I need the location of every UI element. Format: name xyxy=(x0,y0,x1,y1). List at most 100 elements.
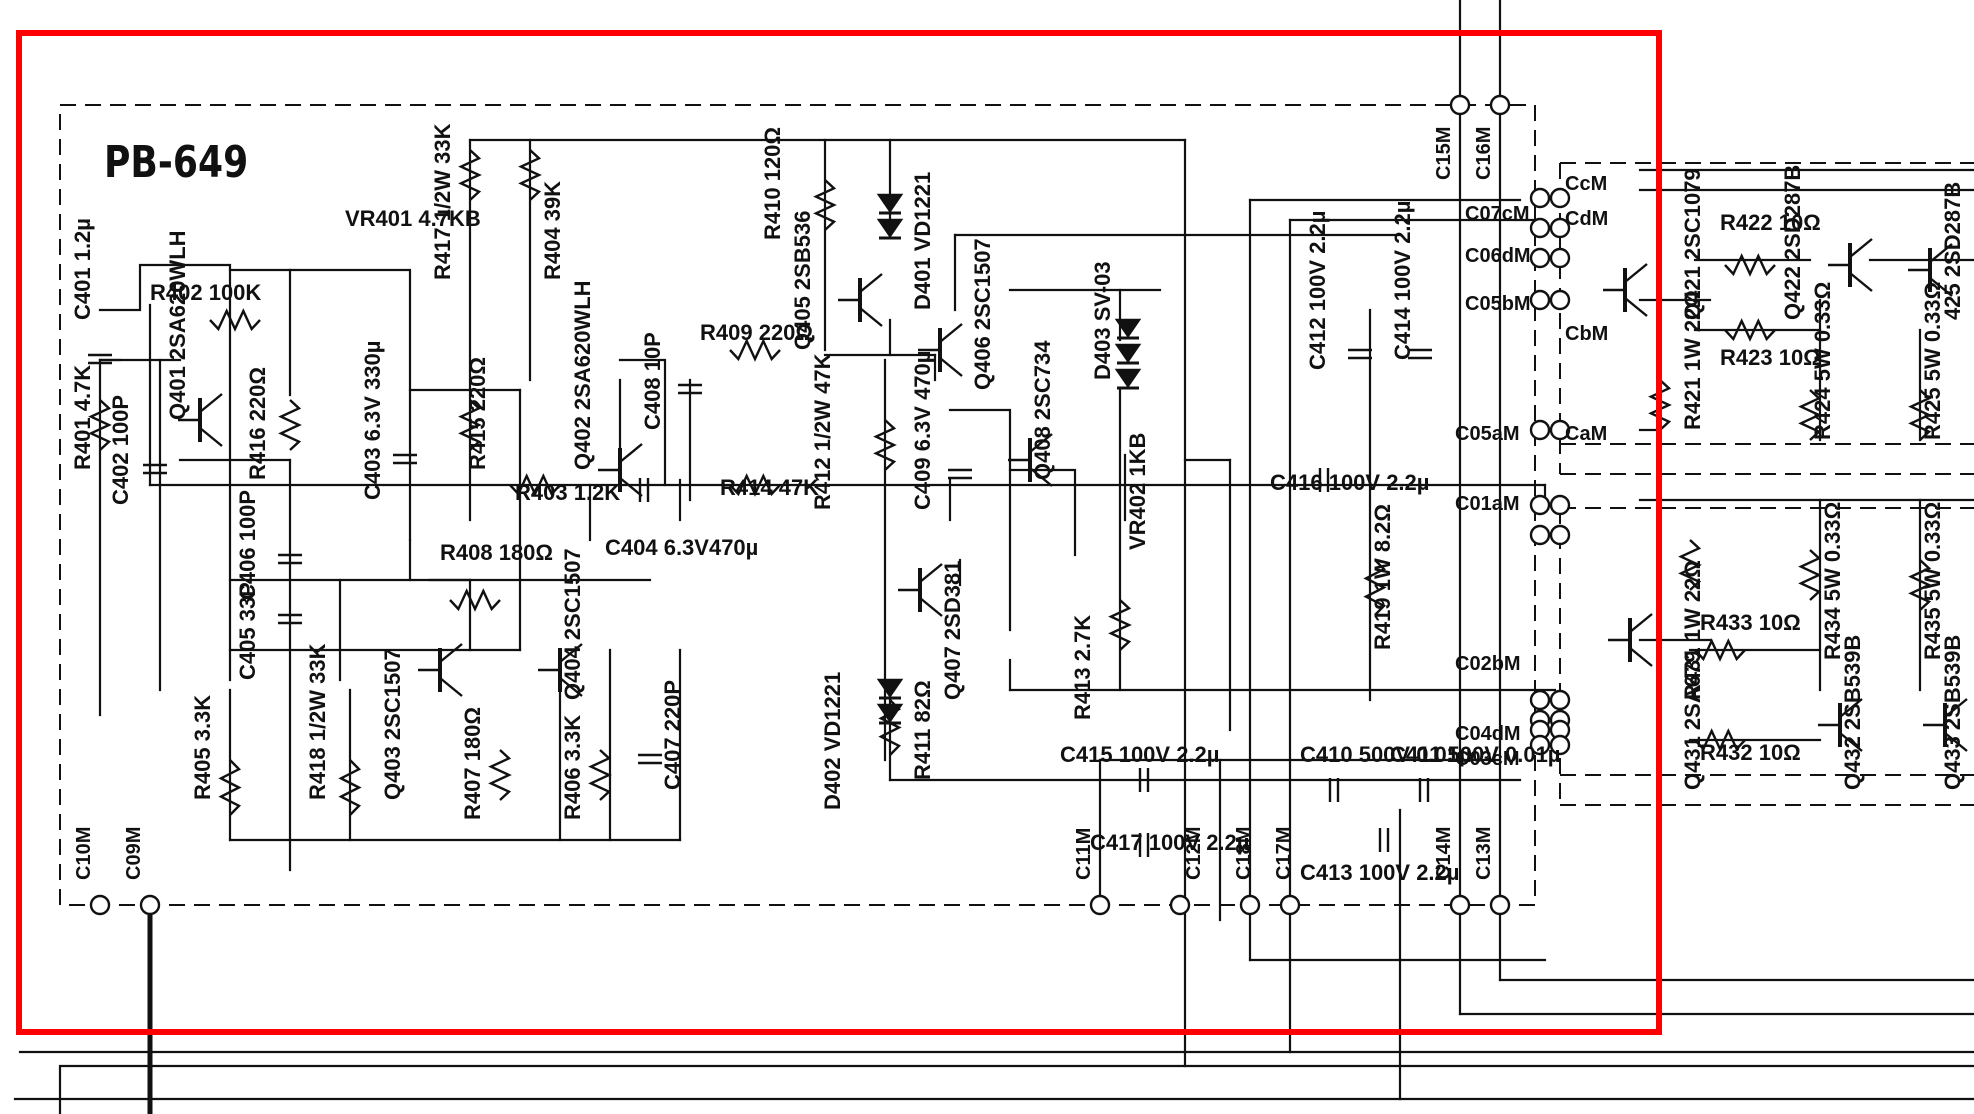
connector-label: CcM xyxy=(1565,173,1607,195)
terminal-node xyxy=(1549,494,1571,516)
component-label: C411 500V 0.01µ xyxy=(1390,742,1560,767)
component-label: R417 1/2W 33K xyxy=(430,123,455,280)
board-title: PB-649 xyxy=(104,138,248,188)
component-label: R431 1W 22Ω xyxy=(1680,560,1705,700)
component-label: R403 1.2K xyxy=(515,480,620,505)
connector-label: C03cM xyxy=(1455,748,1519,770)
component-label: R419 1W 8.2Ω xyxy=(1370,504,1395,650)
component-label: R412 1/2W 47K xyxy=(810,353,835,510)
component-label: R432 10Ω xyxy=(1700,740,1801,765)
component-label: R425 5W 0.33Ω xyxy=(1920,282,1945,440)
component-label: C405 33P xyxy=(235,582,260,680)
component-label: R404 39K xyxy=(540,181,565,280)
component-label: R410 120Ω xyxy=(760,127,785,240)
component-symbols xyxy=(88,149,1968,857)
terminal-node xyxy=(1089,894,1111,916)
component-label: C412 100V 2.2µ xyxy=(1305,211,1330,370)
component-label: R416 220Ω xyxy=(245,367,270,480)
component-label: Q404 2SC1507 xyxy=(560,548,585,700)
connector-label: C15M xyxy=(1433,127,1455,180)
connector-label: C16M xyxy=(1473,127,1495,180)
terminal-node xyxy=(1529,689,1551,711)
component-label: C415 100V 2.2µ xyxy=(1060,742,1219,767)
component-label: Q431 2SA679 xyxy=(1680,651,1705,790)
component-label: Q408 2SC734 xyxy=(1030,340,1055,480)
terminal-node xyxy=(1529,247,1551,269)
terminal-node xyxy=(1549,247,1571,269)
connector-label: C06dM xyxy=(1465,245,1531,267)
terminal-node xyxy=(1549,187,1571,209)
component-label: C416 100V 2.2µ xyxy=(1270,470,1429,495)
board-boundaries xyxy=(59,104,1974,906)
component-label: Q405 2SB536 xyxy=(790,211,815,350)
component-label: R413 2.7K xyxy=(1070,615,1095,720)
terminal-node xyxy=(1549,217,1571,239)
component-label: R423 10Ω xyxy=(1720,345,1821,370)
terminal-node xyxy=(1549,289,1571,311)
component-label: R407 180Ω xyxy=(460,707,485,820)
component-label: R418 1/2W 33K xyxy=(305,643,330,800)
connector-label: CaM xyxy=(1565,423,1607,445)
component-label: C401 1.2µ xyxy=(70,218,95,320)
component-label: R411 82Ω xyxy=(910,680,935,780)
connector-label: C02bM xyxy=(1455,653,1521,675)
highlight-box xyxy=(16,30,1662,1035)
component-label: VR401 4.7KB xyxy=(345,206,481,231)
terminal-node xyxy=(1449,894,1471,916)
component-label: C410 500V 0.01µ xyxy=(1300,742,1472,767)
component-label: D401 VD1221 xyxy=(910,172,935,310)
connector-label: C12M xyxy=(1183,827,1205,880)
connector-label: C04dM xyxy=(1455,723,1521,745)
component-label: Q407 2SD381 xyxy=(940,561,965,700)
component-label: Q406 2SC1507 xyxy=(970,238,995,390)
component-label: C409 6.3V 470µ xyxy=(910,351,935,510)
component-label: C407 220P xyxy=(660,680,685,790)
component-label: R414 47K xyxy=(720,475,819,500)
component-label: D402 VD1221 xyxy=(820,672,845,810)
component-label: C413 100V 2.2µ xyxy=(1300,860,1459,885)
component-label: D403 SV-03 xyxy=(1090,261,1115,380)
component-label: C408 10P xyxy=(640,332,665,430)
component-label: Q432 2SB539B xyxy=(1840,635,1865,790)
component-label: Q403 2SC1507 xyxy=(380,648,405,800)
connector-label: CdM xyxy=(1565,208,1608,230)
terminal-node xyxy=(1529,289,1551,311)
connector-label: CbM xyxy=(1565,323,1608,345)
component-label: VR402 1KB xyxy=(1125,433,1150,550)
connector-label: C17M xyxy=(1273,827,1295,880)
component-label: R406 3.3K xyxy=(560,715,585,820)
terminal-node xyxy=(1549,524,1571,546)
component-label: R422 10Ω xyxy=(1720,210,1821,235)
component-label: R435 5W 0.33Ω xyxy=(1920,502,1945,660)
component-label: 425 2SD287B xyxy=(1940,182,1965,320)
connector-label: C07cM xyxy=(1465,203,1529,225)
connector-label: C10M xyxy=(73,827,95,880)
component-label: R405 3.3K xyxy=(190,695,215,800)
terminal-node xyxy=(1549,689,1571,711)
component-label: C402 100P xyxy=(108,395,133,505)
terminal-node xyxy=(1489,94,1511,116)
terminal-node xyxy=(1239,894,1261,916)
terminal-node xyxy=(1449,94,1471,116)
component-label: C403 6.3V 330µ xyxy=(360,341,385,500)
component-label: R433 10Ω xyxy=(1700,610,1801,635)
component-label: Q422 2SD287B xyxy=(1780,165,1805,320)
connector-terminals xyxy=(89,94,1571,916)
component-label: C417 100V 2.2µ xyxy=(1090,830,1249,855)
terminal-node xyxy=(139,894,161,916)
terminal-node xyxy=(1529,494,1551,516)
component-label: R434 5W 0.33Ω xyxy=(1820,502,1845,660)
terminal-node xyxy=(1529,217,1551,239)
terminal-node xyxy=(1529,524,1551,546)
connector-label: C18M xyxy=(1233,827,1255,880)
component-label: R421 1W 22Ω xyxy=(1680,290,1705,430)
connector-label: C01aM xyxy=(1455,493,1519,515)
connector-label: C09M xyxy=(123,827,145,880)
terminal-node xyxy=(1279,894,1301,916)
connector-label: C05aM xyxy=(1455,423,1519,445)
component-label: R424 5W 0.33Ω xyxy=(1810,282,1835,440)
terminal-node xyxy=(1549,734,1571,756)
component-label: R408 180Ω xyxy=(440,540,553,565)
